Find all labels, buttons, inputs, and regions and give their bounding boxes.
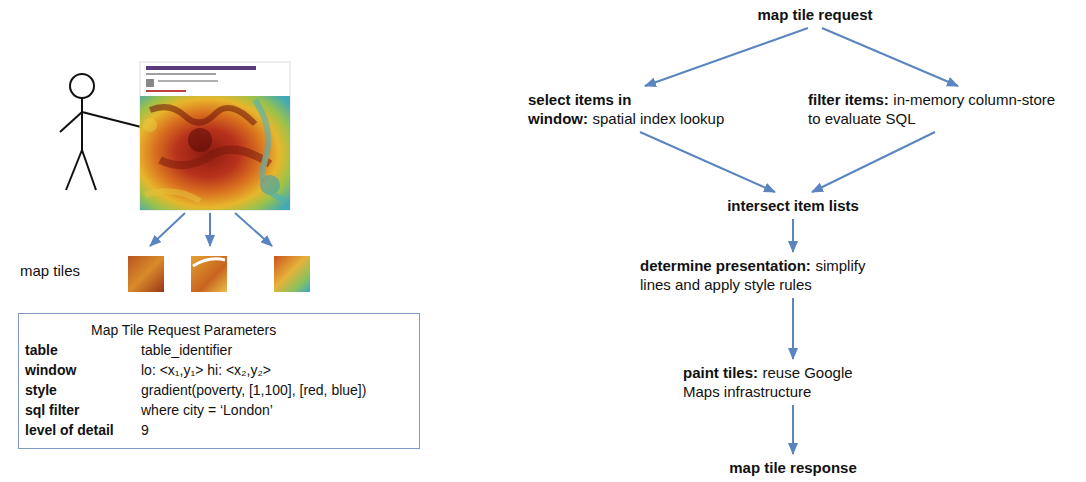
flow-arrow [822,28,958,86]
process-step: map tile request [735,5,895,24]
flow-arrow [640,132,775,192]
parameter-value: gradient(poverty, [1,100], [red, blue]) [141,380,411,400]
parameter-value: 9 [141,420,411,440]
process-step: filter items:in-memory column-store to e… [808,90,1070,128]
web-page-screenshot [140,62,290,210]
caption-label: map tiles [20,262,80,279]
stick-figure [60,74,152,190]
process-step: select items in window:spatial index loo… [528,90,733,128]
parameter-value: table_identifier [141,340,411,360]
table-heading: Map Tile Request Parameters [25,320,411,340]
parameter-grid: tabletable_identifierwindowlo: <x₁,y₁> h… [25,340,411,440]
flow-arrow [645,28,808,86]
process-step: determine presentation:simplify lines an… [640,256,885,294]
step-title: map tile response [729,459,857,476]
step-title: filter items: [808,91,889,108]
process-step: map tile response [713,458,873,477]
parameter-name: sql filter [25,400,141,420]
process-step: intersect item lists [703,196,883,215]
parameter-name: style [25,380,141,400]
flow-arrow [792,405,794,454]
parameter-name: table [25,340,141,360]
parameter-table: Map Tile Request Parameterstabletable_id… [18,313,420,449]
parameter-name: window [25,360,141,380]
flow-arrow [792,298,794,359]
step-title: determine presentation: [640,257,811,274]
step-title: map tile request [757,6,872,23]
parameter-name: level of detail [25,420,141,440]
step-title: paint tiles: [683,364,758,381]
step-description: spatial index lookup [593,110,725,127]
flow-arrow [812,132,935,192]
parameter-value: where city = ‘London’ [141,400,411,420]
flow-arrow [792,219,794,252]
step-title: intersect item lists [727,197,859,214]
process-step: paint tiles:reuse Google Maps infrastruc… [683,363,888,401]
map-tiles [128,256,310,292]
parameter-value: lo: <x₁,y₁> hi: <x₂,y₂> [141,360,411,380]
tile-arrows [150,213,272,246]
